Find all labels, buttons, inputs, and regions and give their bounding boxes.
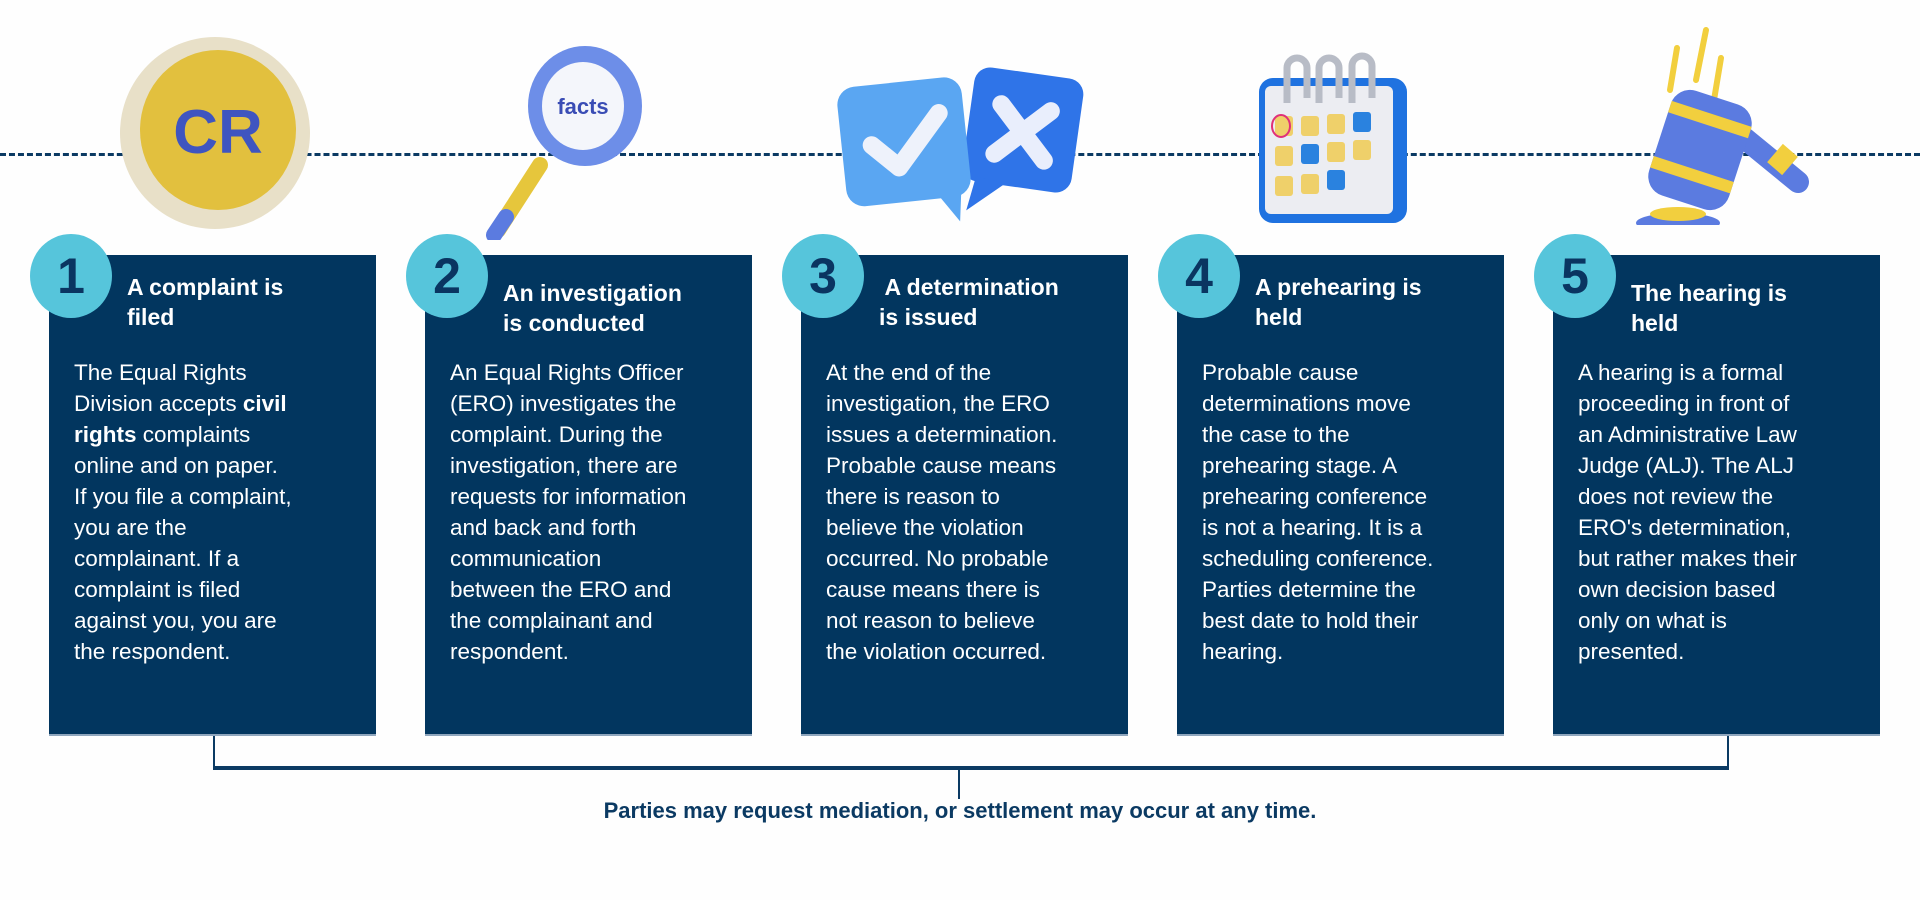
step-description-line: requests for information [450,484,687,509]
step-description-line: the respondent. [74,639,231,664]
step-title: A complaint is filed [127,272,367,332]
cr-coin-text: CR [173,98,263,167]
step-description-line: proceeding in front of [1578,391,1790,416]
step-description: Probable cause determinations move the cas… [1202,357,1500,667]
step-title: A prehearing is held [1255,272,1495,332]
step-number-badge: 1 [30,234,112,318]
step-description-line: only on what is [1578,608,1727,633]
step-description-line: issues a determination. [826,422,1058,447]
step-description-line: and back and forth [450,515,637,540]
step-description-line: Probable cause means [826,453,1057,478]
step-description-line: occurred. No probable [826,546,1049,571]
step-description-line: an Administrative Law [1578,422,1797,447]
step-description-line: Parties determine the [1202,577,1416,602]
step-description-line: Probable cause [1202,360,1359,385]
step-number-badge: 5 [1534,234,1616,318]
step-title-line: An investigation [503,280,682,306]
footer-caption: Parties may request mediation, or settle… [603,798,1317,823]
step-description-line: hearing. [1202,639,1284,664]
magnifier-facts-icon: facts [486,46,642,240]
step-description: An Equal Rights Officer (ERO) investigate… [450,357,748,667]
step-description-line: but rather makes their [1578,546,1797,571]
step-card: A determination is issued At the end of th… [801,255,1128,736]
step-description-line: best date to hold their [1202,608,1419,633]
step-title-line: A determination [879,274,1059,300]
calendar-icon [1259,52,1407,223]
step-number-badge: 4 [1158,234,1240,318]
step-description-line: (ERO) investigates the [450,391,677,416]
step-description-line: presented. [1578,639,1685,664]
step-description-line: A hearing is a formal [1578,360,1784,385]
gavel-icon [1636,27,1809,225]
step-description-line: determinations move [1202,391,1411,416]
step-description: A hearing is a formal proceeding in front… [1578,357,1876,667]
step-description-line: believe the violation [826,515,1024,540]
step-description-line: prehearing conference [1202,484,1428,509]
step-description-line: complainant. If a [74,546,240,571]
step-number-badge: 2 [406,234,488,318]
step-title-line: A complaint is [127,274,284,300]
step-description-line: Judge (ALJ). The ALJ [1578,453,1794,478]
step-description-line: respondent. [450,639,569,664]
cr-coin-icon: CR [120,37,310,229]
step-description-line: An Equal Rights Officer [450,360,684,385]
step-description-line: not reason to believe [826,608,1035,633]
emphasis-text: civil [242,391,287,416]
step-description: At the end of the investigation, the ERO i… [826,357,1124,667]
step-description-line: between the ERO and [450,577,672,602]
step-description-line: prehearing stage. A [1202,453,1398,478]
step-title-line: The hearing is [1631,280,1787,306]
magnifier-text: facts [557,94,608,119]
emphasis-text: rights [74,422,137,447]
step-description-line: investigation, there are [450,453,678,478]
step-description-line: investigation, the ERO [826,391,1050,416]
step-title-line: A prehearing is [1255,274,1422,300]
step-title-line: is conducted [503,310,645,336]
step-card: An investigation is conducted An Equal Rig… [425,255,752,736]
bracket-stem [958,769,960,799]
step-description-line: Division accepts civil [74,388,372,419]
step-description-line: there is reason to [826,484,1000,509]
step-description-line: own decision based [1578,577,1776,602]
step-title-line: is issued [879,304,978,330]
step-description-line: the violation occurred. [826,639,1047,664]
step-description-line: you are the [74,515,187,540]
step-title: The hearing is held [1631,278,1871,338]
step-description-line: If you file a complaint, [74,484,292,509]
step-description-line: online and on paper. [74,453,278,478]
step-title-line: held [1255,304,1303,330]
step-description-line: At the end of the [826,360,992,385]
step-description-line: does not review the [1578,484,1774,509]
step-number-badge: 3 [782,234,864,318]
text-segment: Division accepts [74,391,243,416]
bracket-bar [213,766,1729,770]
step-description-line: the complainant and [450,608,653,633]
step-title: A determination is issued [879,272,1119,332]
step-description-line: complaint is filed [74,577,241,602]
step-description-line: scheduling conference. [1202,546,1434,571]
check-and-x-icon [837,67,1084,222]
step-title: An investigation is conducted [503,278,743,338]
step-description-line: the case to the [1202,422,1350,447]
step-description-line: ERO's determination, [1578,515,1792,540]
bracket-right-leg [1727,736,1729,769]
step-description-line: complaint. During the [450,422,663,447]
step-description-line: communication [450,546,602,571]
step-description-line: is not a hearing. It is a [1202,515,1423,540]
step-description-line: against you, you are [74,608,277,633]
step-title-line: held [1631,310,1679,336]
step-description-line: The Equal Rights [74,360,247,385]
bracket-left-leg [213,736,215,769]
step-title-line: filed [127,304,175,330]
step-description-line: rights complaints [74,419,372,450]
step-description-line: cause means there is [826,577,1040,602]
text-segment: complaints [136,422,251,447]
step-card: The hearing is held A hearing is a formal p… [1553,255,1880,736]
